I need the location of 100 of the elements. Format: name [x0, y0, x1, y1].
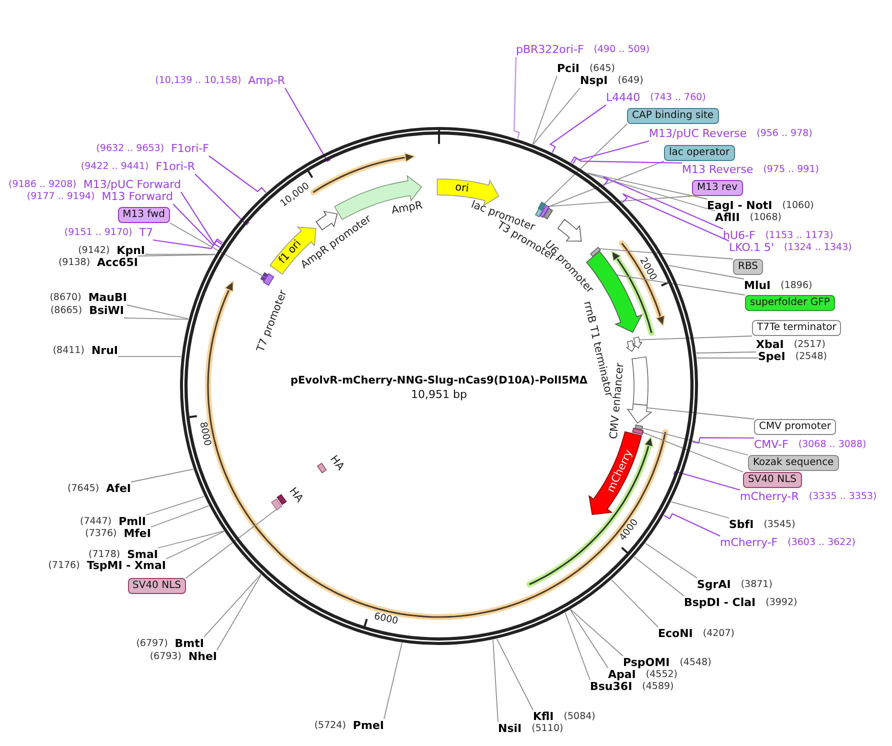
leader-line: [216, 574, 262, 650]
position-label: (5084): [564, 710, 596, 724]
feature-tag: M13 fwd: [118, 207, 170, 223]
position-label: (8665): [50, 304, 82, 318]
position-label: (1153 .. 1173): [765, 229, 834, 242]
position-label: (3871): [740, 578, 772, 592]
position-label: (1896): [780, 279, 812, 293]
enzyme-site-label: PciI: [557, 62, 580, 76]
leader-line: [186, 508, 277, 578]
leader-line: [532, 76, 558, 145]
leader-line: [166, 531, 225, 560]
feature-tag: Kozak sequence: [748, 455, 839, 471]
enzyme-site-label: Bsu36I: [590, 680, 632, 694]
position-label: (2517): [794, 338, 826, 352]
enzyme-site-label: Acc65I: [97, 256, 138, 270]
leader-line: [284, 88, 331, 162]
plasmid-title: pEvolvR-mCherry-NNG-Slug-nCas9(D10A)-PolI5MΔ: [290, 374, 588, 388]
position-label: (7376): [85, 527, 117, 541]
enzyme-site-label: KpnI: [116, 244, 145, 258]
primer-label: M13 Forward: [102, 190, 173, 204]
position-label: (9138): [58, 256, 90, 270]
feature-label: AmpR: [390, 199, 424, 217]
position-label: (3335 .. 3353): [808, 490, 877, 504]
enzyme-site-label: EagI - NotI: [707, 199, 772, 212]
position-label: (975 .. 991): [763, 163, 819, 177]
enzyme-site-label: BmtI: [174, 637, 204, 651]
position-label: (9142): [78, 244, 110, 258]
feature-tag: lac operator: [664, 145, 735, 161]
enzyme-site-label: BsiWI: [89, 304, 124, 318]
position-label: (8670): [50, 291, 82, 305]
leader-line: [634, 556, 684, 596]
primer-label: Amp-R: [248, 74, 285, 88]
feature-label: HA: [286, 485, 306, 505]
position-label: (10,139 .. 10,158): [155, 74, 242, 88]
position-label: (6797): [136, 637, 168, 651]
enzyme-site-label: MauBI: [88, 291, 127, 305]
enzyme-site-label: MluI: [744, 279, 771, 293]
leader-line: [180, 192, 223, 244]
position-label: (9177 .. 9194): [26, 190, 95, 204]
enzyme-site-label: KflI: [533, 710, 554, 724]
leader-line: [118, 356, 182, 358]
scale-label: 6000: [373, 611, 400, 628]
leader-line: [570, 140, 650, 163]
leader-line: [611, 579, 658, 628]
enzyme-site-label: NheI: [188, 650, 217, 664]
enzyme-site-label: PmeI: [352, 719, 384, 733]
leader-line: [384, 642, 402, 720]
leader-line: [586, 172, 708, 200]
leader-line: [673, 470, 740, 491]
position-label: (645): [589, 62, 615, 76]
feature-tag: superfolder GFP: [745, 295, 835, 311]
primer-label: M13/pUC Reverse: [649, 127, 747, 141]
enzyme-site-label: SbfI: [729, 518, 754, 532]
feature-tag: CMV promoter: [754, 419, 836, 435]
primer-label: M13 Reverse: [682, 163, 754, 177]
primer-label: pBR322ori-F: [516, 43, 584, 57]
leader-line: [152, 239, 220, 250]
leader-line: [208, 156, 266, 193]
position-label: (9151 .. 9170): [64, 226, 132, 240]
primer-label: M13/pUC Forward: [83, 178, 181, 192]
leader-line: [158, 530, 224, 548]
leader-line: [572, 158, 682, 164]
leader-line: [514, 56, 520, 139]
position-label: (7178): [88, 548, 120, 561]
leader-line: [622, 193, 730, 242]
leader-line: [172, 204, 222, 246]
leader-line: [150, 505, 210, 528]
feature-tag: SV40 NLS: [128, 578, 186, 594]
position-label: (7645): [68, 482, 100, 496]
position-label: (8411): [52, 344, 84, 358]
primer-label: F1ori-F: [171, 142, 209, 156]
enzyme-site-label: PmlI: [118, 515, 146, 528]
position-label: (6793): [150, 650, 182, 664]
position-label: (4207): [702, 627, 734, 641]
position-label: (2548): [795, 350, 827, 364]
position-label: (7447): [80, 515, 112, 528]
position-label: (3068 .. 3088): [798, 438, 866, 452]
enzyme-site-label: NspI: [580, 74, 608, 88]
leader-line: [664, 513, 720, 536]
feature-label: ori: [454, 182, 470, 196]
enzyme-site-label: SmaI: [127, 548, 158, 561]
leader-line: [130, 468, 194, 482]
position-label: (3603 .. 3622): [788, 536, 856, 550]
position-label: (7176): [48, 559, 80, 573]
enzyme-site-label: AflII: [715, 211, 740, 225]
position-label: (4589): [642, 680, 674, 694]
position-label: (4552): [646, 668, 678, 682]
leader-line: [570, 609, 624, 656]
primer-label: LKO.1 5': [729, 241, 774, 255]
leader-line: [496, 638, 534, 710]
enzyme-site-label: AfeI: [106, 482, 131, 496]
scale-label: 8000: [197, 420, 213, 447]
primer-label: CMV-F: [754, 438, 788, 452]
feature-tag: CAP binding site: [627, 108, 719, 124]
primer-label: T7: [139, 226, 153, 240]
primer-label: L4440: [606, 91, 640, 105]
leader-line: [642, 428, 748, 456]
leader-line: [616, 274, 746, 296]
leader-line: [598, 248, 734, 260]
primer-label: hU6-F: [723, 229, 756, 242]
